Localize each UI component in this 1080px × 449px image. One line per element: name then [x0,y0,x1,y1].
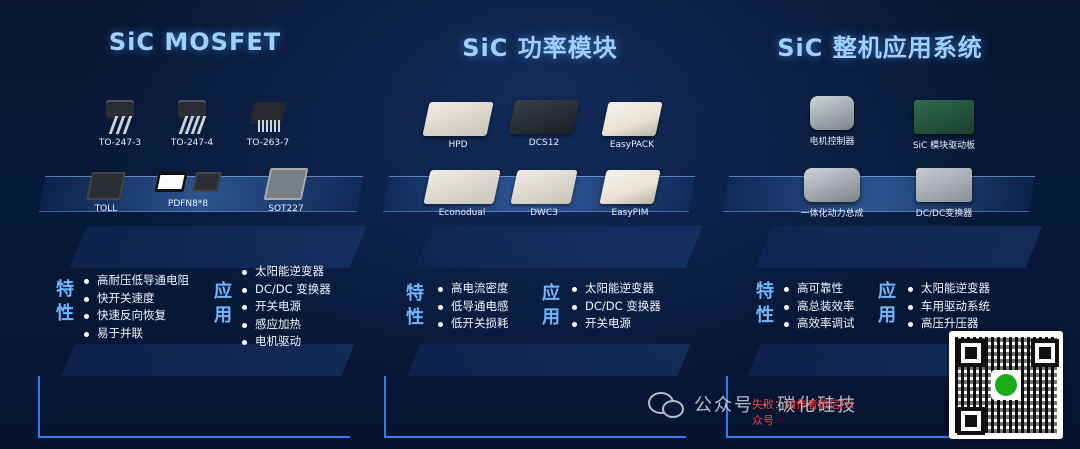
decor-slab [747,344,981,376]
to247-icon [100,100,140,134]
watermark-overlay: 失败：加作者微信/公众号 [752,398,855,427]
list-item: 快速反向恢复 [82,307,189,325]
dcdc-converter-icon [916,168,972,202]
list-item: 高效率调试 [782,315,855,333]
product-motor-controller: 电机控制器 [792,96,872,147]
list-item: 快开关速度 [82,290,189,308]
feature-label: 特性 [756,281,774,326]
decor-slab [407,344,691,376]
list-item: 高可靠性 [782,280,855,298]
list-item: 易于并联 [82,325,189,343]
pdfn-chip-dark-icon [192,172,223,192]
dwc3-module-icon [510,170,578,204]
application-list: 太阳能逆变器 车用驱动系统 高压升压器 [906,280,990,333]
application-list: 太阳能逆变器 DC/DC 变换器 开关电源 感应加热 电机驱动 [240,263,331,351]
column-sic-system: SiC 整机应用系统 电机控制器 SiC 模块驱动板 一体化动力总成 DC/DC… [720,0,1043,449]
pdfn-chip-icon [153,172,188,192]
feature-list: 高可靠性 高总装效率 高效率调试 [782,280,855,333]
list-item: 太阳能逆变器 [570,280,661,298]
list-item: 低开关损耗 [436,315,509,333]
easypim-module-icon [599,170,661,204]
watermark: 公众号 · 碳化硅技 失败：加作者微信/公众号 [648,384,858,427]
list-item: 太阳能逆变器 [906,280,990,298]
list-item: 高总装效率 [782,298,855,316]
product-toll: TOLL [66,172,146,214]
easypack-module-icon [601,102,663,136]
application-label: 应用 [878,281,896,326]
list-item: 高电流密度 [436,280,509,298]
product-econodual: Econodual [422,170,502,218]
product-hpd: HPD [418,102,498,150]
list-item: 高耐压低导通电阻 [82,272,189,290]
product-dwc3: DWC3 [504,170,584,218]
list-item: 感应加热 [240,316,331,334]
motor-controller-icon [810,96,854,130]
column-sic-mosfet: SiC MOSFET TO-247-3 TO-247-4 TO-263-7 TO… [30,0,367,449]
list-item: 开关电源 [570,315,661,333]
application-label: 应用 [542,283,560,328]
product-powertrain: 一体化动力总成 [792,168,872,219]
product-dcs12: DCS12 [504,100,584,148]
qr-code [949,331,1063,439]
dcs12-module-icon [508,100,580,134]
product-dcdc: DC/DC变换器 [904,168,984,219]
product-to247-3: TO-247-3 [80,100,160,148]
feature-label: 特性 [56,279,74,324]
watermark-text: 公众号 · 碳化硅技 [694,395,858,416]
list-item: 电机驱动 [240,333,331,351]
product-to263-7: TO-263-7 [228,100,308,148]
list-item: 开关电源 [240,298,331,316]
product-driver-board: SiC 模块驱动板 [904,100,984,151]
hpd-module-icon [422,102,494,136]
column-title: SiC 整机应用系统 [777,34,983,62]
sot227-icon [263,168,309,200]
column-frame [726,376,1008,438]
wechat-logo-icon [991,370,1021,400]
qr-finder [957,339,985,367]
feature-label: 特性 [406,283,424,328]
column-sic-module: SiC 功率模块 HPD DCS12 EasyPACK Econodual DW… [380,0,703,449]
to263-icon [248,100,288,134]
column-frame [38,376,350,438]
product-band [722,176,1036,212]
feature-list: 高电流密度 低导通电感 低开关损耗 [436,280,509,333]
application-list: 太阳能逆变器 DC/DC 变换器 开关电源 [570,280,661,333]
powertrain-icon [804,168,860,202]
list-item: 低导通电感 [436,298,509,316]
list-item: 高压升压器 [906,315,990,333]
wechat-icon [648,390,684,418]
feature-list: 高耐压低导通电阻 快开关速度 快速反向恢复 易于并联 [82,272,189,342]
application-label: 应用 [214,281,232,326]
qr-finder [1031,339,1059,367]
product-easypack: EasyPACK [592,102,672,150]
column-frame [384,376,686,438]
product-sot227: SOT227 [246,168,326,214]
decor-slab [755,226,1043,268]
column-title: SiC MOSFET [108,28,282,56]
product-to247-4: TO-247-4 [152,100,232,148]
qr-finder [957,407,985,435]
list-item: 车用驱动系统 [906,298,990,316]
decor-slab [69,226,367,268]
to247-icon [172,100,212,134]
list-item: DC/DC 变换器 [240,281,331,299]
econodual-module-icon [423,170,501,204]
list-item: 太阳能逆变器 [240,263,331,281]
product-pdfn: PDFN8*8 [148,172,228,209]
toll-chip-icon [86,172,126,200]
column-title: SiC 功率模块 [462,34,618,62]
driver-board-icon [914,100,974,134]
product-easypim: EasyPIM [590,170,670,218]
decor-slab [415,226,703,268]
list-item: DC/DC 变换器 [570,298,661,316]
